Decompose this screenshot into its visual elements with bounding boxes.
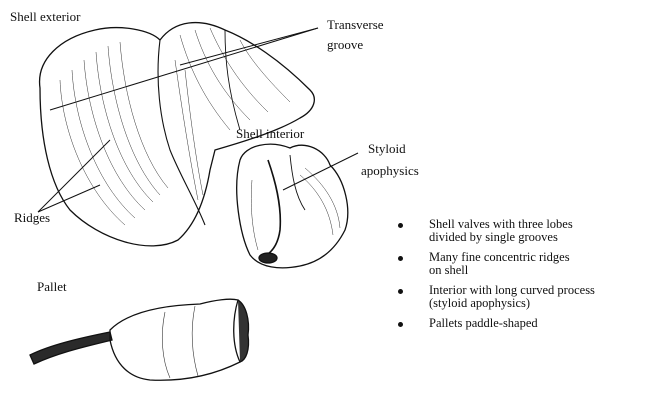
label-shell-exterior: Shell exterior bbox=[10, 9, 80, 24]
bullet-icon bbox=[398, 256, 403, 261]
label-styloid-line2: apophysics bbox=[361, 163, 419, 178]
feature-item-line1: Interior with long curved process bbox=[429, 283, 595, 297]
ridges-leader-1 bbox=[38, 140, 110, 212]
feature-item-line1: Shell valves with three lobes bbox=[429, 217, 573, 231]
feature-item: Interior with long curved process(styloi… bbox=[395, 284, 659, 310]
transverse-groove-leader-2 bbox=[50, 28, 318, 110]
bullet-icon bbox=[398, 223, 403, 228]
bullet-icon bbox=[398, 289, 403, 294]
feature-item-line1: Pallets paddle-shaped bbox=[429, 316, 538, 330]
bullet-icon bbox=[398, 322, 403, 327]
shell-interior-drawing bbox=[237, 144, 348, 268]
feature-item-line1: Many fine concentric ridges bbox=[429, 250, 570, 264]
styloid-leader bbox=[283, 153, 358, 190]
label-transverse-groove-line2: groove bbox=[327, 37, 363, 52]
label-shell-interior: Shell interior bbox=[236, 126, 304, 141]
feature-item-line2: on shell bbox=[429, 263, 468, 277]
label-ridges: Ridges bbox=[14, 210, 50, 225]
feature-item-line2: divided by single grooves bbox=[429, 230, 558, 244]
label-pallet: Pallet bbox=[37, 279, 67, 294]
label-transverse-groove-line1: Transverse bbox=[327, 17, 384, 32]
feature-item: Pallets paddle-shaped bbox=[395, 317, 659, 330]
pallet-drawing bbox=[30, 299, 249, 380]
feature-item-line2: (styloid apophysics) bbox=[429, 296, 530, 310]
label-styloid-line1: Styloid bbox=[368, 141, 406, 156]
